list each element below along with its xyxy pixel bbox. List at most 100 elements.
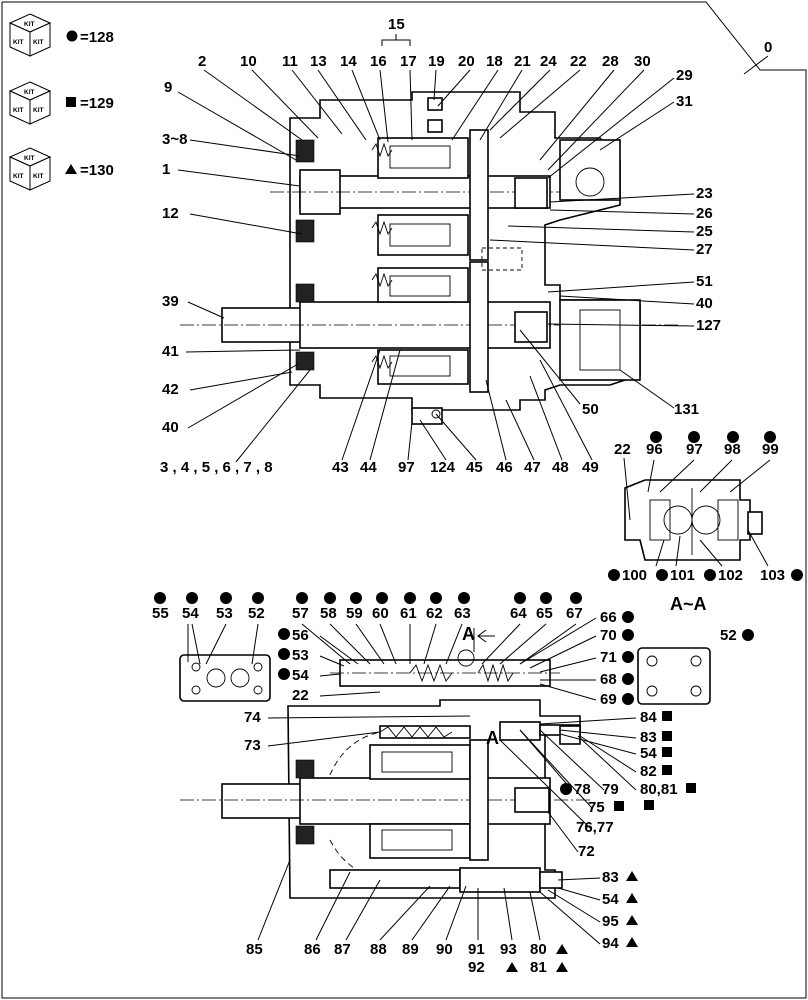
circle-symbol-icon (570, 592, 582, 604)
part-label: 70 (600, 627, 617, 644)
part-label: 58 (320, 605, 337, 622)
svg-text:KIT: KIT (33, 39, 44, 46)
part-label: 22 (570, 53, 587, 70)
svg-text:KIT: KIT (24, 89, 35, 96)
part-label: 68 (600, 671, 617, 688)
part-label: 14 (340, 53, 357, 70)
part-label: 52 (248, 605, 265, 622)
part-label: 81 (530, 959, 547, 976)
square-symbol-icon (662, 731, 672, 741)
part-label: 65 (536, 605, 553, 622)
svg-text:KIT: KIT (33, 107, 44, 114)
part-label: 16 (370, 53, 387, 70)
part-label: 102 (718, 567, 743, 584)
part-label: 57 (292, 605, 309, 622)
section-a-a-detail (624, 479, 763, 561)
part-label: 48 (552, 459, 569, 476)
part-label: 66 (600, 609, 617, 626)
kit-box-icon: KIT KIT KIT (8, 81, 52, 125)
part-label: 40 (162, 419, 179, 436)
part-label: 25 (696, 223, 713, 240)
circle-symbol-icon (350, 592, 362, 604)
circle-symbol-icon (66, 30, 78, 42)
part-label: 96 (646, 441, 663, 458)
part-label: 21 (514, 53, 531, 70)
circle-symbol-icon (220, 592, 232, 604)
part-label: 72 (578, 843, 595, 860)
circle-symbol-icon (622, 673, 634, 685)
part-label: 103 (760, 567, 785, 584)
circle-symbol-icon (650, 431, 662, 443)
part-label: 41 (162, 343, 179, 360)
triangle-symbol-icon (556, 944, 568, 954)
bottom-pump-assembly (180, 699, 590, 899)
part-label: 12 (162, 205, 179, 222)
part-label: 76,77 (576, 819, 614, 836)
part-label: 55 (152, 605, 169, 622)
part-label: 29 (676, 67, 693, 84)
part-label: 88 (370, 941, 387, 958)
part-label: 80 (530, 941, 547, 958)
section-mark-a-upper: A (462, 624, 475, 644)
kit-legend: KIT KIT KIT =128 KIT KIT KIT =129 (8, 13, 114, 191)
svg-text:KIT: KIT (13, 173, 24, 180)
circle-symbol-icon (791, 569, 803, 581)
assembly-number-label: 0 (764, 39, 772, 56)
part-label: 87 (334, 941, 351, 958)
part-label: 22 (292, 687, 309, 704)
part-label: 54 (602, 891, 619, 908)
triangle-symbol-icon (626, 893, 638, 903)
part-label: 22 (614, 441, 631, 458)
part-label: 54 (292, 667, 309, 684)
circle-symbol-icon (404, 592, 416, 604)
circle-symbol-icon (540, 592, 552, 604)
part-label: 28 (602, 53, 619, 70)
part-label: 51 (696, 273, 713, 290)
part-label: 50 (582, 401, 599, 418)
triangle-symbol-icon (626, 937, 638, 947)
part-label: 59 (346, 605, 363, 622)
part-label: 97 (398, 459, 415, 476)
circle-symbol-icon (608, 569, 620, 581)
kit-symbol-markers (154, 431, 803, 972)
part-label: 100 (622, 567, 647, 584)
circle-symbol-icon (764, 431, 776, 443)
part-label: 83 (640, 729, 657, 746)
circle-symbol-icon (514, 592, 526, 604)
part-label: 26 (696, 205, 713, 222)
part-label: 92 (468, 959, 485, 976)
part-label: 86 (304, 941, 321, 958)
part-label: 27 (696, 241, 713, 258)
circle-symbol-icon (376, 592, 388, 604)
svg-text:KIT: KIT (13, 39, 24, 46)
part-label: 99 (762, 441, 779, 458)
part-label: 69 (600, 691, 617, 708)
part-label: 53 (292, 647, 309, 664)
part-label: 3 , 4 , 5 , 6 , 7 , 8 (160, 459, 273, 476)
circle-symbol-icon (742, 629, 754, 641)
part-label: 101 (670, 567, 695, 584)
part-label: 15 (388, 16, 405, 33)
part-label: 62 (426, 605, 443, 622)
part-label: 52 (720, 627, 737, 644)
part-label: 42 (162, 381, 179, 398)
circle-symbol-icon (154, 592, 166, 604)
kit-130-legend: KIT KIT KIT =130 (8, 147, 114, 191)
part-label: 63 (454, 605, 471, 622)
svg-text:KIT: KIT (24, 21, 35, 28)
part-label: 20 (458, 53, 475, 70)
circle-symbol-icon (622, 693, 634, 705)
circle-symbol-icon (656, 569, 668, 581)
part-label: 54 (182, 605, 199, 622)
part-label: 23 (696, 185, 713, 202)
top-pump-assembly (180, 91, 680, 425)
square-symbol-icon (662, 747, 672, 757)
part-label: 43 (332, 459, 349, 476)
part-label: 84 (640, 709, 657, 726)
part-label: 17 (400, 53, 417, 70)
square-symbol-icon (644, 800, 654, 810)
part-label: 9 (164, 79, 172, 96)
circle-symbol-icon (622, 629, 634, 641)
part-label: 60 (372, 605, 389, 622)
